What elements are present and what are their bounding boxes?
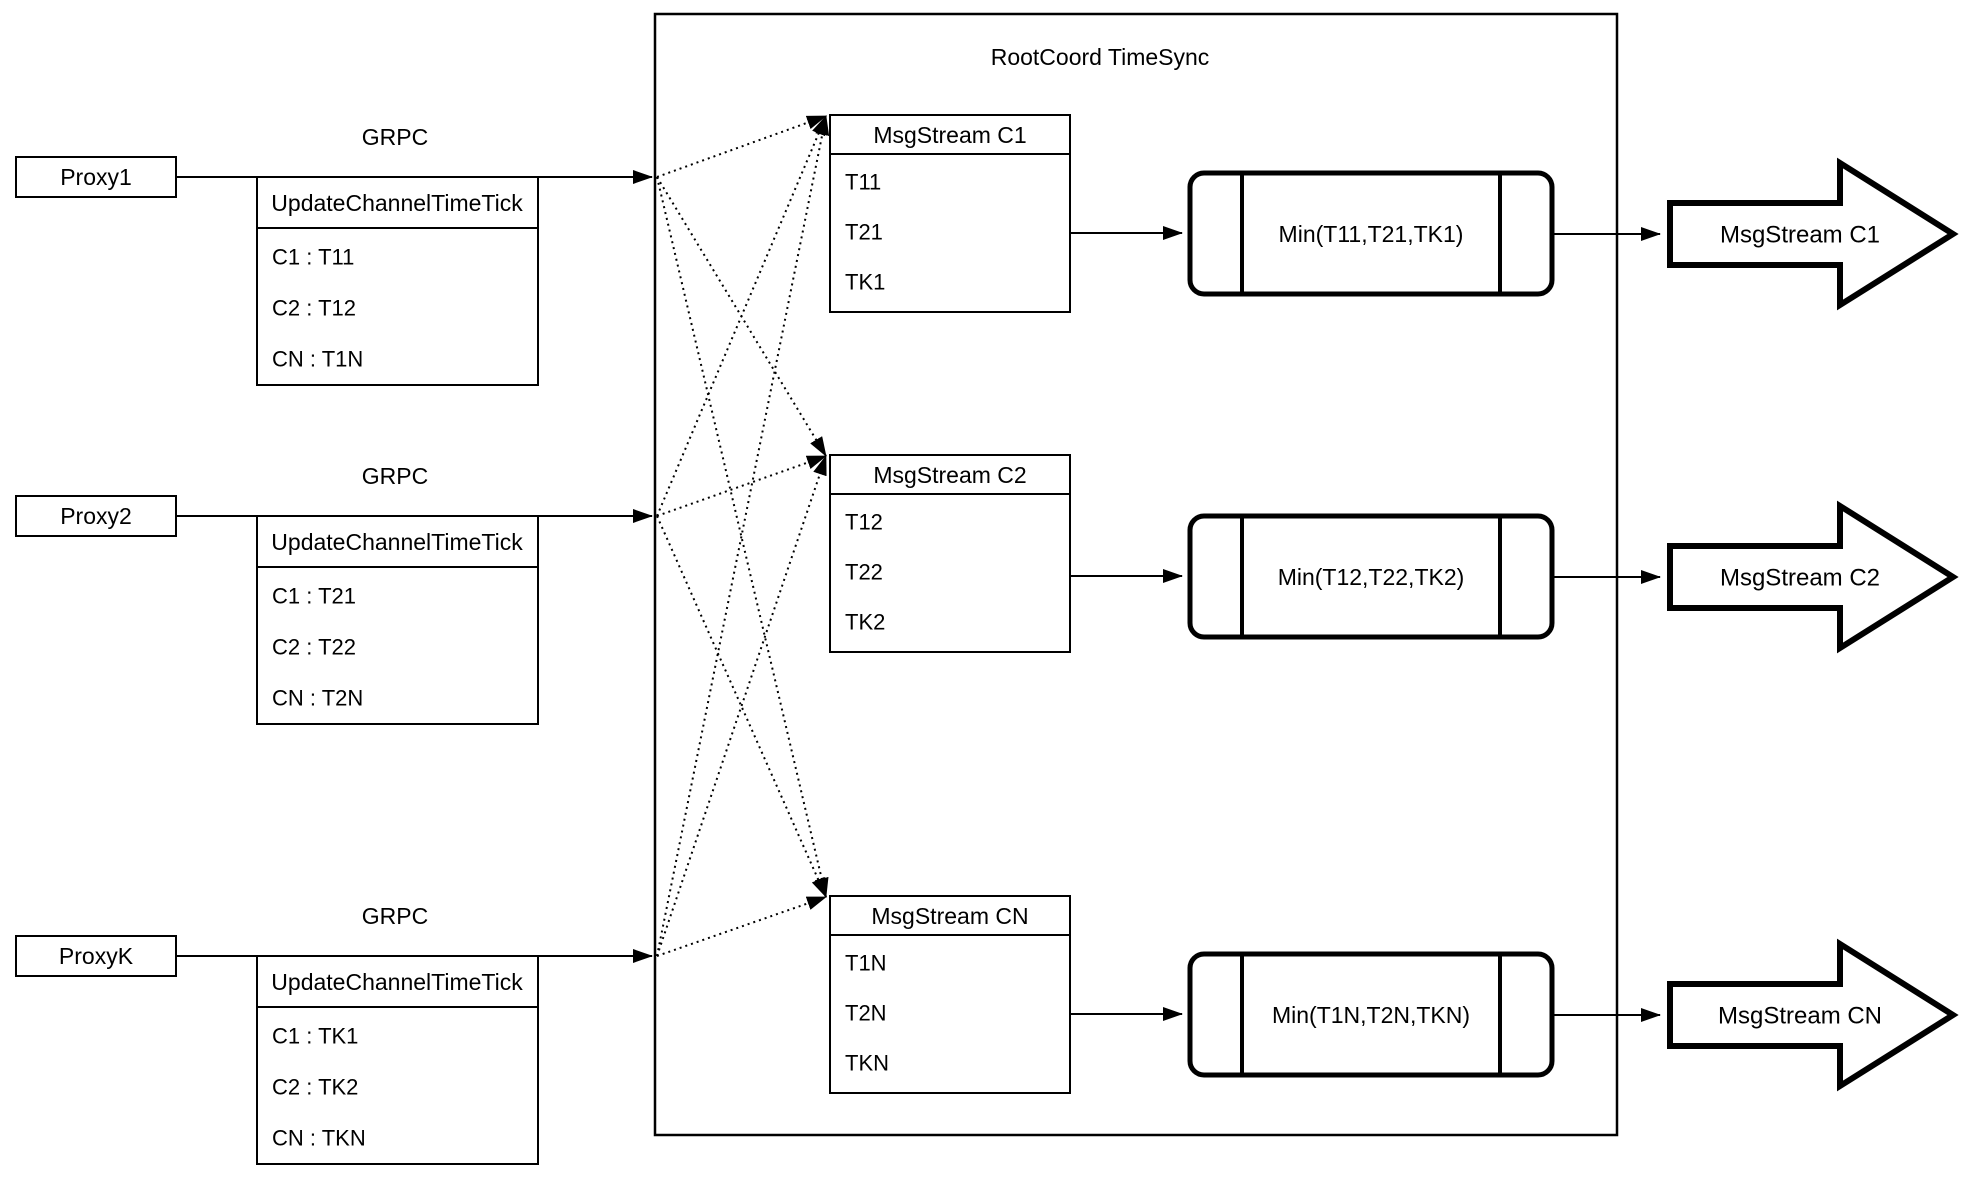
- stream-table-2: [829, 454, 1071, 653]
- update-table-2-row-2: C2 : T22: [272, 635, 356, 660]
- stream-table-3-row-1: T1N: [845, 951, 887, 976]
- output-arrow-2-label: MsgStream C2: [1720, 565, 1880, 592]
- stream-table-3-title: MsgStream CN: [871, 903, 1028, 929]
- stream2-group: MsgStream C2 T12 T22 TK2 Min(T12,T22,TK2…: [829, 454, 1959, 654]
- update-table-3-header: UpdateChannelTimeTick: [271, 969, 523, 995]
- dotted-arrow-p2-s1: [656, 115, 827, 517]
- update-table-2-header: UpdateChannelTimeTick: [271, 529, 523, 555]
- update-table-3-row-2: C2 : TK2: [272, 1075, 358, 1100]
- rootcoord-timesync-box: [653, 12, 1619, 1137]
- dotted-connections: [656, 115, 830, 957]
- proxyk-box: [15, 935, 177, 977]
- update-table-1-header: UpdateChannelTimeTick: [271, 190, 523, 216]
- proxyk-label: ProxyK: [59, 943, 134, 969]
- update-table-2: [256, 515, 539, 725]
- rootcoord-timesync-title: RootCoord TimeSync: [991, 44, 1210, 70]
- min-box-3-label: Min(T1N,T2N,TKN): [1272, 1002, 1470, 1028]
- stream-table-3-row-2: T2N: [845, 1001, 887, 1026]
- stream-table-1-row-1: T11: [845, 170, 881, 195]
- dotted-arrow-p3-s2: [656, 455, 827, 957]
- proxy2-row: Proxy2 GRPC UpdateChannelTimeTick C1 : T…: [15, 463, 653, 725]
- update-table-3-row-3: CN : TKN: [272, 1126, 366, 1151]
- stream-table-1-row-3: TK1: [845, 270, 885, 295]
- proxy2-box: [15, 495, 177, 537]
- stream-table-2-row-1: T12: [845, 510, 883, 535]
- stream-table-3: [829, 895, 1071, 1094]
- update-table-3-row-1: C1 : TK1: [272, 1024, 358, 1049]
- output-arrow-1: [1667, 157, 1959, 311]
- min-box-2-label: Min(T12,T22,TK2): [1278, 564, 1465, 590]
- stream-table-1-row-2: T21: [845, 220, 883, 245]
- output-arrow-3-label: MsgStream CN: [1718, 1003, 1882, 1030]
- proxy1-label: Proxy1: [60, 164, 132, 190]
- update-table-2-row-3: CN : T2N: [272, 686, 363, 711]
- dotted-arrow-p2-s2: [656, 455, 827, 517]
- output-arrow-1-label: MsgStream C1: [1720, 222, 1880, 249]
- dotted-arrow-p3-s3: [656, 896, 827, 957]
- stream-table-2-row-2: T22: [845, 560, 883, 585]
- grpc-label-3: GRPC: [362, 903, 428, 929]
- update-table-3: [256, 955, 539, 1165]
- stream-table-3-row-3: TKN: [845, 1051, 889, 1076]
- proxy1-row: Proxy1 GRPC UpdateChannelTimeTick C1 : T…: [15, 124, 653, 386]
- grpc-label-1: GRPC: [362, 124, 428, 150]
- stream-table-1-title: MsgStream C1: [873, 122, 1026, 148]
- update-table-1-row-2: C2 : T12: [272, 296, 356, 321]
- proxy2-label: Proxy2: [60, 503, 132, 529]
- stream-table-1: [829, 114, 1071, 313]
- dotted-arrow-p1-s1: [656, 115, 827, 178]
- dotted-arrow-p3-s1: [656, 115, 830, 957]
- update-table-1: [256, 176, 539, 386]
- min-box-1-label: Min(T11,T21,TK1): [1279, 221, 1464, 247]
- dotted-arrow-p2-s3: [656, 515, 827, 898]
- proxyk-row: ProxyK GRPC UpdateChannelTimeTick C1 : T…: [15, 903, 653, 1165]
- grpc-label-2: GRPC: [362, 463, 428, 489]
- stream-table-2-title: MsgStream C2: [873, 462, 1026, 488]
- update-table-1-row-3: CN : T1N: [272, 347, 363, 372]
- output-arrow-2: [1667, 500, 1959, 654]
- update-table-2-row-1: C1 : T21: [272, 584, 356, 609]
- stream3-group: MsgStream CN T1N T2N TKN Min(T1N,T2N,TKN…: [829, 895, 1959, 1094]
- stream1-group: MsgStream C1 T11 T21 TK1 Min(T11,T21,TK1…: [829, 114, 1959, 313]
- proxy1-box: [15, 156, 177, 198]
- stream-table-2-row-3: TK2: [845, 610, 885, 635]
- output-arrow-3: [1667, 938, 1959, 1092]
- update-table-1-row-1: C1 : T11: [272, 245, 354, 270]
